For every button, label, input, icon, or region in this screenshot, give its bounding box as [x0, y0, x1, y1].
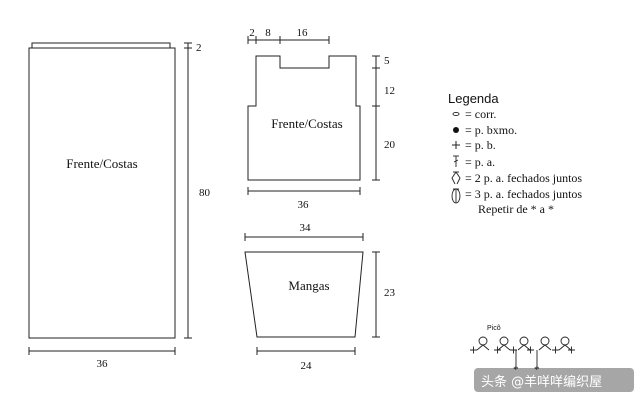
slip-stitch-symbol-icon	[453, 127, 459, 133]
double-crochet-symbol-icon	[453, 155, 459, 167]
large-strip-dim-label: 2	[196, 42, 202, 54]
picot-icon	[540, 336, 550, 346]
stitch-diagram: Picô * *	[470, 325, 575, 376]
legend-title: Legenda	[448, 91, 499, 106]
legend-item-chain: = corr.	[465, 107, 496, 121]
stitch-connector-icon	[558, 344, 572, 351]
small-piece-outline	[247, 55, 361, 181]
legend: Legenda = corr. = p. bxmo. = p. b. = p. …	[448, 91, 582, 216]
sleeve-piece: Mangas 34 23 24	[244, 222, 396, 372]
pico-label: Picô	[487, 325, 501, 332]
picot-icon	[519, 336, 529, 346]
small-front-back-piece: Frente/Costas 2 8 16 5 12 20 36	[247, 27, 396, 211]
two-dc-together-symbol-icon	[451, 171, 461, 185]
large-width-dim-label: 36	[97, 358, 109, 370]
legend-repeat-text: Repetir de * a *	[478, 202, 554, 216]
chain-symbol-icon	[452, 111, 460, 117]
large-front-back-piece: Frente/Costas 2 80 36	[28, 42, 211, 370]
large-piece-top-strip	[31, 42, 171, 49]
large-height-dim-label: 80	[199, 187, 211, 199]
stitch-connector-icon	[497, 344, 511, 351]
sleeve-top-dim-label: 34	[300, 222, 312, 234]
watermark-text: 头条 @羊咩咩编织屋	[481, 374, 602, 390]
legend-item-three-dc-together: = 3 p. a. fechados juntos	[465, 187, 582, 201]
small-top-dim-label-1: 2	[249, 27, 255, 39]
stitch-connector-icon	[476, 344, 490, 351]
stitch-plus-icon	[494, 346, 501, 354]
picot-icon	[560, 336, 570, 346]
legend-item-single-crochet: = p. b.	[465, 138, 496, 152]
small-top-dim-label-2: 8	[265, 27, 271, 39]
sleeve-outline	[244, 251, 364, 338]
three-dc-together-symbol-icon	[451, 188, 461, 204]
small-top-dim-label-3: 16	[297, 27, 309, 39]
small-piece-label: Frente/Costas	[271, 116, 343, 131]
legend-item-slip-stitch: = p. bxmo.	[465, 123, 517, 137]
large-piece-body	[28, 47, 176, 339]
small-width-dim-label: 36	[298, 199, 310, 211]
stitch-connector-icon	[538, 344, 552, 351]
watermark: 头条 @羊咩咩编织屋	[474, 368, 634, 392]
watermark-background	[474, 368, 634, 392]
small-right-dim-label-3: 20	[384, 139, 396, 151]
stitch-connector-icon	[517, 344, 531, 351]
picot-icon	[499, 336, 509, 346]
repeat-star-left: *	[513, 364, 519, 376]
sleeve-label: Mangas	[288, 278, 329, 293]
stitch-plus-icon	[568, 346, 575, 354]
plus-symbol-icon	[452, 141, 460, 149]
legend-item-double-crochet: = p. a.	[465, 155, 495, 169]
small-right-dim-label-1: 5	[384, 55, 390, 67]
repeat-star-right: *	[534, 364, 540, 376]
picot-icon	[478, 336, 488, 346]
small-right-dim-label-2: 12	[384, 85, 395, 97]
stitch-plus-icon	[470, 346, 477, 354]
legend-item-two-dc-together: = 2 p. a. fechados juntos	[465, 171, 582, 185]
large-piece-label: Frente/Costas	[66, 156, 138, 171]
stitch-plus-icon	[552, 346, 559, 354]
stitch-plus-icon	[527, 346, 534, 354]
sleeve-bottom-dim-label: 24	[301, 360, 313, 372]
sleeve-height-dim-label: 23	[384, 287, 396, 299]
